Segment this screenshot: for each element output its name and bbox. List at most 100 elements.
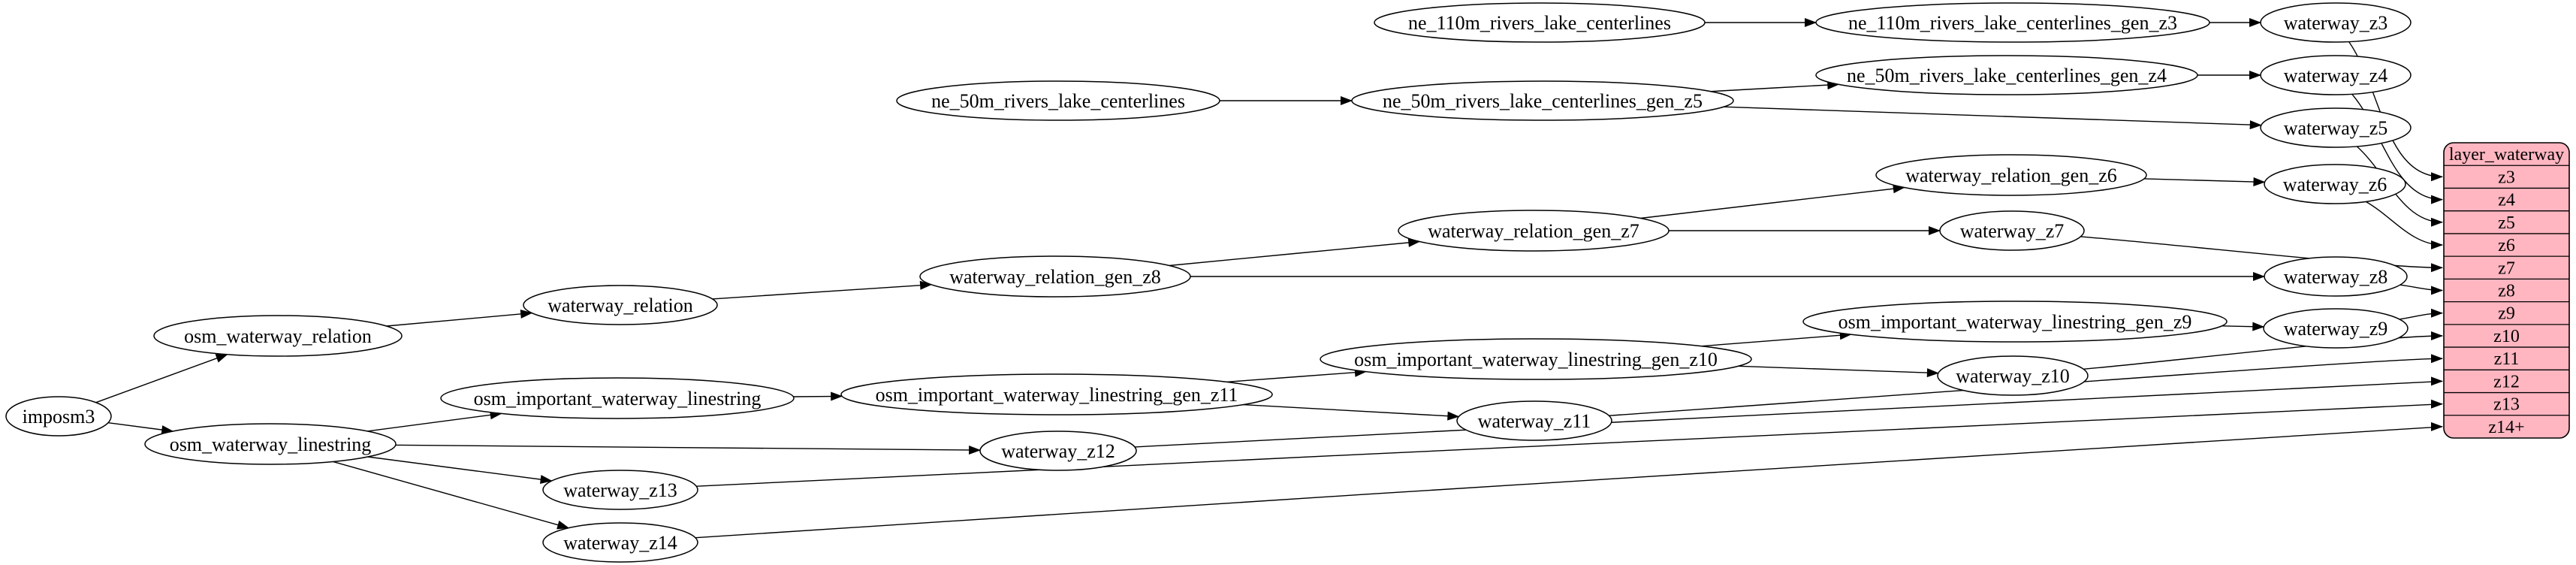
node-ellipse-waterway_z12 <box>979 431 1137 471</box>
node-ellipse-waterway_z13 <box>542 470 698 510</box>
node-ellipse-ne_50m_rivers_lake_centerlines <box>896 80 1220 121</box>
node-label-waterway_z8: waterway_z8 <box>2284 266 2388 288</box>
node-label-waterway_z3: waterway_z3 <box>2284 12 2388 34</box>
node-ne_110m_rivers_lake_centerlines: ne_110m_rivers_lake_centerlines <box>1374 2 1706 43</box>
edge-waterway_z6-to-row-z6 <box>2365 201 2443 249</box>
node-ne_110m_rivers_lake_centerlines_gen_z3: ne_110m_rivers_lake_centerlines_gen_z3 <box>1815 2 2210 43</box>
table-row-z4: z4 <box>2498 191 2515 210</box>
node-waterway_z9: waterway_z9 <box>2263 308 2409 349</box>
node-label-waterway_z9: waterway_z9 <box>2284 318 2388 340</box>
node-label-waterway_z4: waterway_z4 <box>2284 65 2388 86</box>
node-label-osm_important_waterway_linestring: osm_important_waterway_linestring <box>474 388 762 409</box>
edge-imposm3-to-osm_waterway_relation <box>95 354 228 403</box>
node-label-osm_waterway_linestring: osm_waterway_linestring <box>170 434 372 455</box>
table-row-z6: z6 <box>2498 236 2515 255</box>
node-imposm3: imposm3 <box>5 396 112 437</box>
node-label-ne_50m_rivers_lake_centerlines_gen_z4: ne_50m_rivers_lake_centerlines_gen_z4 <box>1847 65 2167 86</box>
node-ellipse-waterway_z9 <box>2263 308 2409 349</box>
node-ellipse-waterway_z3 <box>2260 2 2412 43</box>
table-row-z3: z3 <box>2498 168 2515 187</box>
node-ellipse-osm_important_waterway_linestring <box>440 377 795 419</box>
node-ellipse-ne_110m_rivers_lake_centerlines_gen_z3 <box>1815 2 2210 43</box>
edge-ne_50m_rivers_lake_centerlines_gen_z5-to-waterway_z5 <box>1723 106 2262 130</box>
edge-osm_waterway_relation-to-waterway_relation <box>386 309 533 327</box>
node-waterway_relation_gen_z8: waterway_relation_gen_z8 <box>919 255 1191 298</box>
table-row-z5: z5 <box>2498 213 2515 233</box>
edge-osm_waterway_linestring-to-waterway_z14 <box>333 461 570 530</box>
edge-waterway_relation-to-waterway_relation_gen_z8 <box>712 280 933 300</box>
node-ellipse-waterway_relation_gen_z7 <box>1398 210 1670 252</box>
table-row-z12: z12 <box>2493 372 2520 391</box>
node-ellipse-osm_important_waterway_linestring_gen_z9 <box>1802 301 2228 343</box>
node-osm_waterway_relation: osm_waterway_relation <box>153 315 403 357</box>
node-osm_important_waterway_linestring_gen_z11: osm_important_waterway_linestring_gen_z1… <box>840 373 1273 415</box>
node-label-waterway_relation_gen_z8: waterway_relation_gen_z8 <box>949 266 1161 288</box>
node-waterway_z8: waterway_z8 <box>2264 256 2408 297</box>
node-ellipse-waterway_relation <box>523 285 718 325</box>
node-osm_important_waterway_linestring_gen_z10: osm_important_waterway_linestring_gen_z1… <box>1320 338 1752 380</box>
edge-osm_important_waterway_linestring_gen_z11-to-osm_important_waterway_linestring_gen_z10 <box>1226 367 1367 383</box>
node-waterway_relation_gen_z7: waterway_relation_gen_z7 <box>1398 210 1670 252</box>
node-label-waterway_z13: waterway_z13 <box>563 479 677 501</box>
node-waterway_z3: waterway_z3 <box>2260 2 2412 43</box>
node-ellipse-waterway_relation_gen_z8 <box>919 255 1191 298</box>
edge-osm_important_waterway_linestring-to-osm_important_waterway_linestring_gen_z11 <box>793 391 843 401</box>
edge-osm_important_waterway_linestring_gen_z10-to-osm_important_waterway_linestring_gen_z9 <box>1701 331 1852 347</box>
node-waterway_z4: waterway_z4 <box>2260 55 2412 95</box>
node-waterway_z5: waterway_z5 <box>2260 107 2412 148</box>
nodes-layer: imposm3 osm_waterway_relation osm_waterway… <box>5 2 2412 563</box>
edge-osm_waterway_linestring-to-osm_important_waterway_linestring <box>367 410 502 432</box>
edge-waterway_z8-to-row-z8 <box>2400 284 2443 295</box>
node-ellipse-waterway_z4 <box>2260 55 2412 95</box>
edge-waterway_z12-to-row-z12 <box>1134 376 2443 448</box>
node-label-ne_50m_rivers_lake_centerlines_gen_z5: ne_50m_rivers_lake_centerlines_gen_z5 <box>1383 90 1703 112</box>
node-ellipse-waterway_z8 <box>2264 256 2408 297</box>
edge-osm_waterway_linestring-to-waterway_z13 <box>367 456 553 485</box>
edge-waterway_relation_gen_z6-to-waterway_z6 <box>2143 177 2266 186</box>
node-ellipse-osm_waterway_linestring <box>144 423 397 465</box>
node-osm_waterway_linestring: osm_waterway_linestring <box>144 423 397 465</box>
edge-waterway_z10-to-row-z10 <box>2083 331 2443 370</box>
table-row-z13: z13 <box>2493 395 2520 415</box>
node-waterway_z11: waterway_z11 <box>1456 400 1612 441</box>
layer-waterway-table: layer_waterwayz3z4z5z6z7z8z9z10z11z12z13… <box>2443 142 2570 439</box>
node-ellipse-waterway_z10 <box>1937 355 2089 396</box>
node-label-ne_50m_rivers_lake_centerlines: ne_50m_rivers_lake_centerlines <box>931 90 1185 112</box>
layer-waterway-table-bg <box>2443 142 2570 439</box>
node-label-waterway_z5: waterway_z5 <box>2284 117 2388 139</box>
node-label-waterway_z10: waterway_z10 <box>1956 365 2070 387</box>
node-ellipse-waterway_z7 <box>1939 210 2085 251</box>
node-waterway_z13: waterway_z13 <box>542 470 698 510</box>
table-row-z11: z11 <box>2494 349 2520 369</box>
node-waterway_z7: waterway_z7 <box>1939 210 2085 251</box>
edge-waterway_relation_gen_z8-to-waterway_relation_gen_z7 <box>1169 237 1421 267</box>
node-label-ne_110m_rivers_lake_centerlines_gen_z3: ne_110m_rivers_lake_centerlines_gen_z3 <box>1848 12 2177 34</box>
node-label-osm_important_waterway_linestring_gen_z11: osm_important_waterway_linestring_gen_z1… <box>876 384 1238 406</box>
node-ellipse-osm_important_waterway_linestring_gen_z11 <box>840 373 1273 415</box>
edge-ne_50m_rivers_lake_centerlines_gen_z5-to-ne_50m_rivers_lake_centerlines_gen_z4 <box>1710 80 1840 92</box>
node-ellipse-ne_50m_rivers_lake_centerlines_gen_z5 <box>1351 80 1734 121</box>
node-waterway_z6: waterway_z6 <box>2264 164 2406 204</box>
edge-osm_waterway_linestring-to-waterway_z12 <box>395 444 982 455</box>
table-row-z10: z10 <box>2493 327 2520 346</box>
edge-waterway_relation_gen_z7-to-waterway_relation_gen_z6 <box>1640 184 1905 219</box>
node-label-waterway_z6: waterway_z6 <box>2283 174 2387 195</box>
table-title: layer_waterway <box>2449 145 2564 165</box>
node-waterway_z14: waterway_z14 <box>542 522 698 563</box>
table-row-z14+: z14+ <box>2488 418 2524 437</box>
edge-waterway_z9-to-row-z9 <box>2399 308 2443 320</box>
node-label-ne_110m_rivers_lake_centerlines: ne_110m_rivers_lake_centerlines <box>1408 12 1671 34</box>
node-ellipse-ne_110m_rivers_lake_centerlines <box>1374 2 1706 43</box>
table-row-z8: z8 <box>2498 282 2515 301</box>
node-ellipse-osm_waterway_relation <box>153 315 403 357</box>
node-label-waterway_z11: waterway_z11 <box>1478 410 1591 432</box>
node-osm_important_waterway_linestring: osm_important_waterway_linestring <box>440 377 795 419</box>
node-ellipse-waterway_z5 <box>2260 107 2412 148</box>
node-label-osm_waterway_relation: osm_waterway_relation <box>184 325 372 347</box>
table-row-z7: z7 <box>2498 258 2515 278</box>
edge-osm_important_waterway_linestring_gen_z9-to-waterway_z9 <box>2222 322 2265 331</box>
node-waterway_z10: waterway_z10 <box>1937 355 2089 396</box>
node-label-waterway_relation: waterway_relation <box>547 295 692 316</box>
node-ellipse-waterway_z6 <box>2264 164 2406 204</box>
